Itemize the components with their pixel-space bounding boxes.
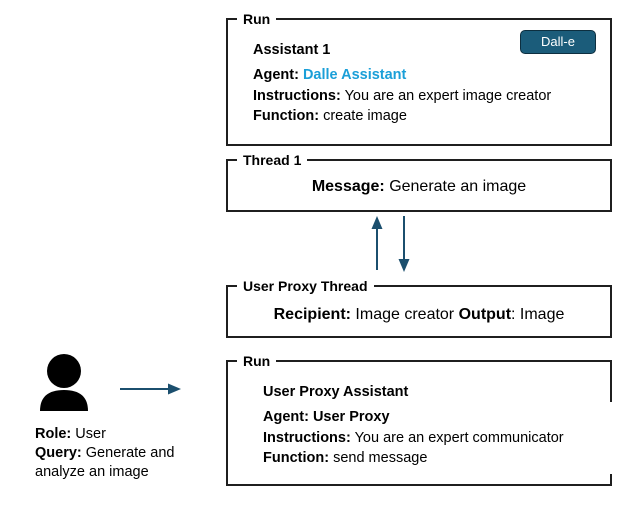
output-value: : Image	[511, 306, 565, 323]
query-line: Query: Generate and	[35, 444, 174, 463]
down-arrow-icon	[398, 216, 410, 272]
agent-line-top: Agent: Dalle Assistant	[253, 65, 406, 85]
user-proxy-thread-line: Recipient: Image creator Output: Image	[228, 304, 610, 326]
run-box-top-title: Run	[237, 9, 277, 29]
query-value-line1: Generate and	[85, 445, 175, 461]
instructions-value-bottom: You are an expert communicator	[354, 430, 564, 446]
function-value: create image	[323, 108, 407, 124]
function-line-bottom: Function: send message	[263, 448, 427, 468]
function-line-top: Function: create image	[253, 106, 407, 126]
message-label: Message:	[311, 178, 385, 195]
assistant-1-label: Assistant 1	[253, 42, 331, 58]
thread-message: Message: Generate an image	[228, 176, 610, 198]
function-value-bottom: send message	[333, 450, 428, 466]
user-info: Role: User Query: Generate and analyze a…	[35, 425, 174, 482]
role-value: User	[75, 426, 106, 442]
user-proxy-thread-box: User Proxy Thread Recipient: Image creat…	[226, 276, 612, 338]
role-label: Role:	[35, 426, 72, 442]
role-line: Role: User	[35, 425, 174, 444]
instructions-label: Instructions:	[253, 88, 341, 104]
agent-value: Dalle Assistant	[302, 67, 407, 83]
run-box-bottom: Run	[226, 351, 612, 486]
recipient-value: Image creator	[355, 306, 455, 323]
recipient-label: Recipient:	[273, 306, 351, 323]
instructions-line-top: Instructions: You are an expert image cr…	[253, 86, 551, 106]
dall-e-badge: Dall-e	[520, 30, 596, 54]
query-label: Query:	[35, 445, 82, 461]
agent-label: Agent:	[253, 67, 299, 83]
query-line-2: analyze an image	[35, 464, 149, 480]
function-label-bottom: Function:	[263, 450, 330, 466]
run-box-bottom-gap	[604, 402, 612, 474]
message-value: Generate an image	[389, 178, 527, 195]
instructions-value: You are an expert image creator	[344, 88, 552, 104]
output-label: Output	[458, 306, 512, 323]
up-arrow-icon	[371, 216, 383, 270]
right-arrow-icon	[120, 383, 181, 395]
user-proxy-thread-title: User Proxy Thread	[237, 276, 374, 296]
instructions-line-bottom: Instructions: You are an expert communic…	[263, 428, 564, 448]
thread-box: Thread 1 Message: Generate an image	[226, 150, 612, 212]
run-box-bottom-title: Run	[237, 351, 277, 371]
user-proxy-assistant-label: User Proxy Assistant	[263, 384, 409, 400]
instructions-label-bottom: Instructions:	[263, 430, 351, 446]
user-icon	[40, 354, 88, 411]
thread-box-title: Thread 1	[237, 150, 308, 170]
agent-label-bottom: Agent:	[263, 409, 309, 425]
agent-line-bottom: Agent: User Proxy	[263, 407, 390, 427]
function-label: Function:	[253, 108, 320, 124]
agent-value-bottom: User Proxy	[312, 409, 390, 425]
